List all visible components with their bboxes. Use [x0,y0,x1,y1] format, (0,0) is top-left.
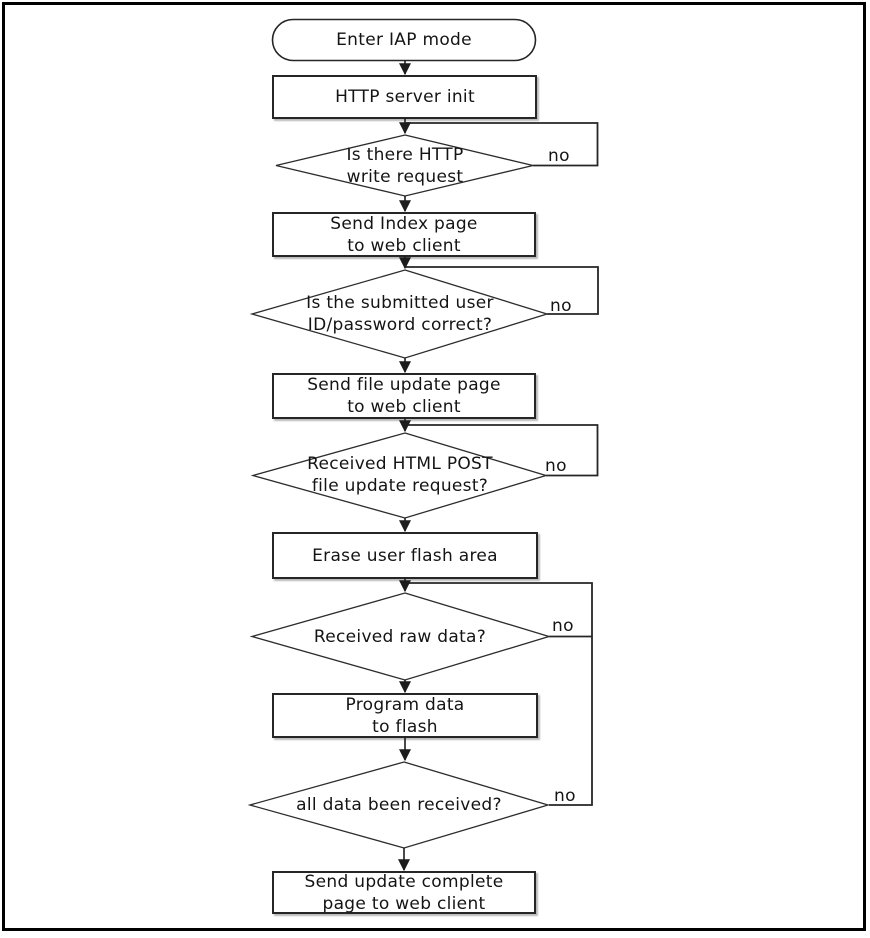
edge-label-no-id-password: no [550,296,572,316]
node-label-enter-iap-mode: Enter IAP mode [336,30,472,50]
process-shape-send-file-update-page [272,373,536,419]
process-shape-send-update-complete [272,871,536,914]
no-loop-all-data-received [406,582,593,806]
node-label-html-post-request: Received HTML POST file update request? [307,454,493,496]
no-loop-http-write-request [406,122,599,167]
process-shape-http-server-init [272,75,537,119]
node-label-all-data-received: all data been received? [296,795,502,815]
node-label-send-update-complete: Send update complete page to web client [304,872,504,914]
no-loop-id-password [406,266,599,315]
edge-label-no-all-data-received: no [554,786,576,806]
process-shape-send-index-page [272,212,536,257]
edge-label-no-html-post: no [545,456,567,476]
edge-label-no-received-raw-data: no [552,616,574,636]
edge-label-no-http-write-request: no [548,146,570,166]
node-label-received-raw-data: Received raw data? [313,627,487,647]
node-label-erase-user-flash: Erase user flash area [312,546,498,566]
node-label-id-password-correct: Is the submitted user ID/password correc… [306,293,494,335]
node-label-program-data-to-flash: Program data to flash [345,695,465,737]
terminator-shape-enter-iap-mode [271,18,537,62]
node-label-send-file-update-page: Send file update page to web client [307,375,501,417]
process-shape-program-data-to-flash [272,693,538,738]
node-label-http-write-request: Is there HTTP write request [346,145,464,187]
node-label-http-server-init: HTTP server init [335,87,475,107]
process-shape-erase-user-flash [272,532,538,579]
node-label-send-index-page: Send Index page to web client [330,214,478,256]
no-loop-html-post [406,424,599,477]
